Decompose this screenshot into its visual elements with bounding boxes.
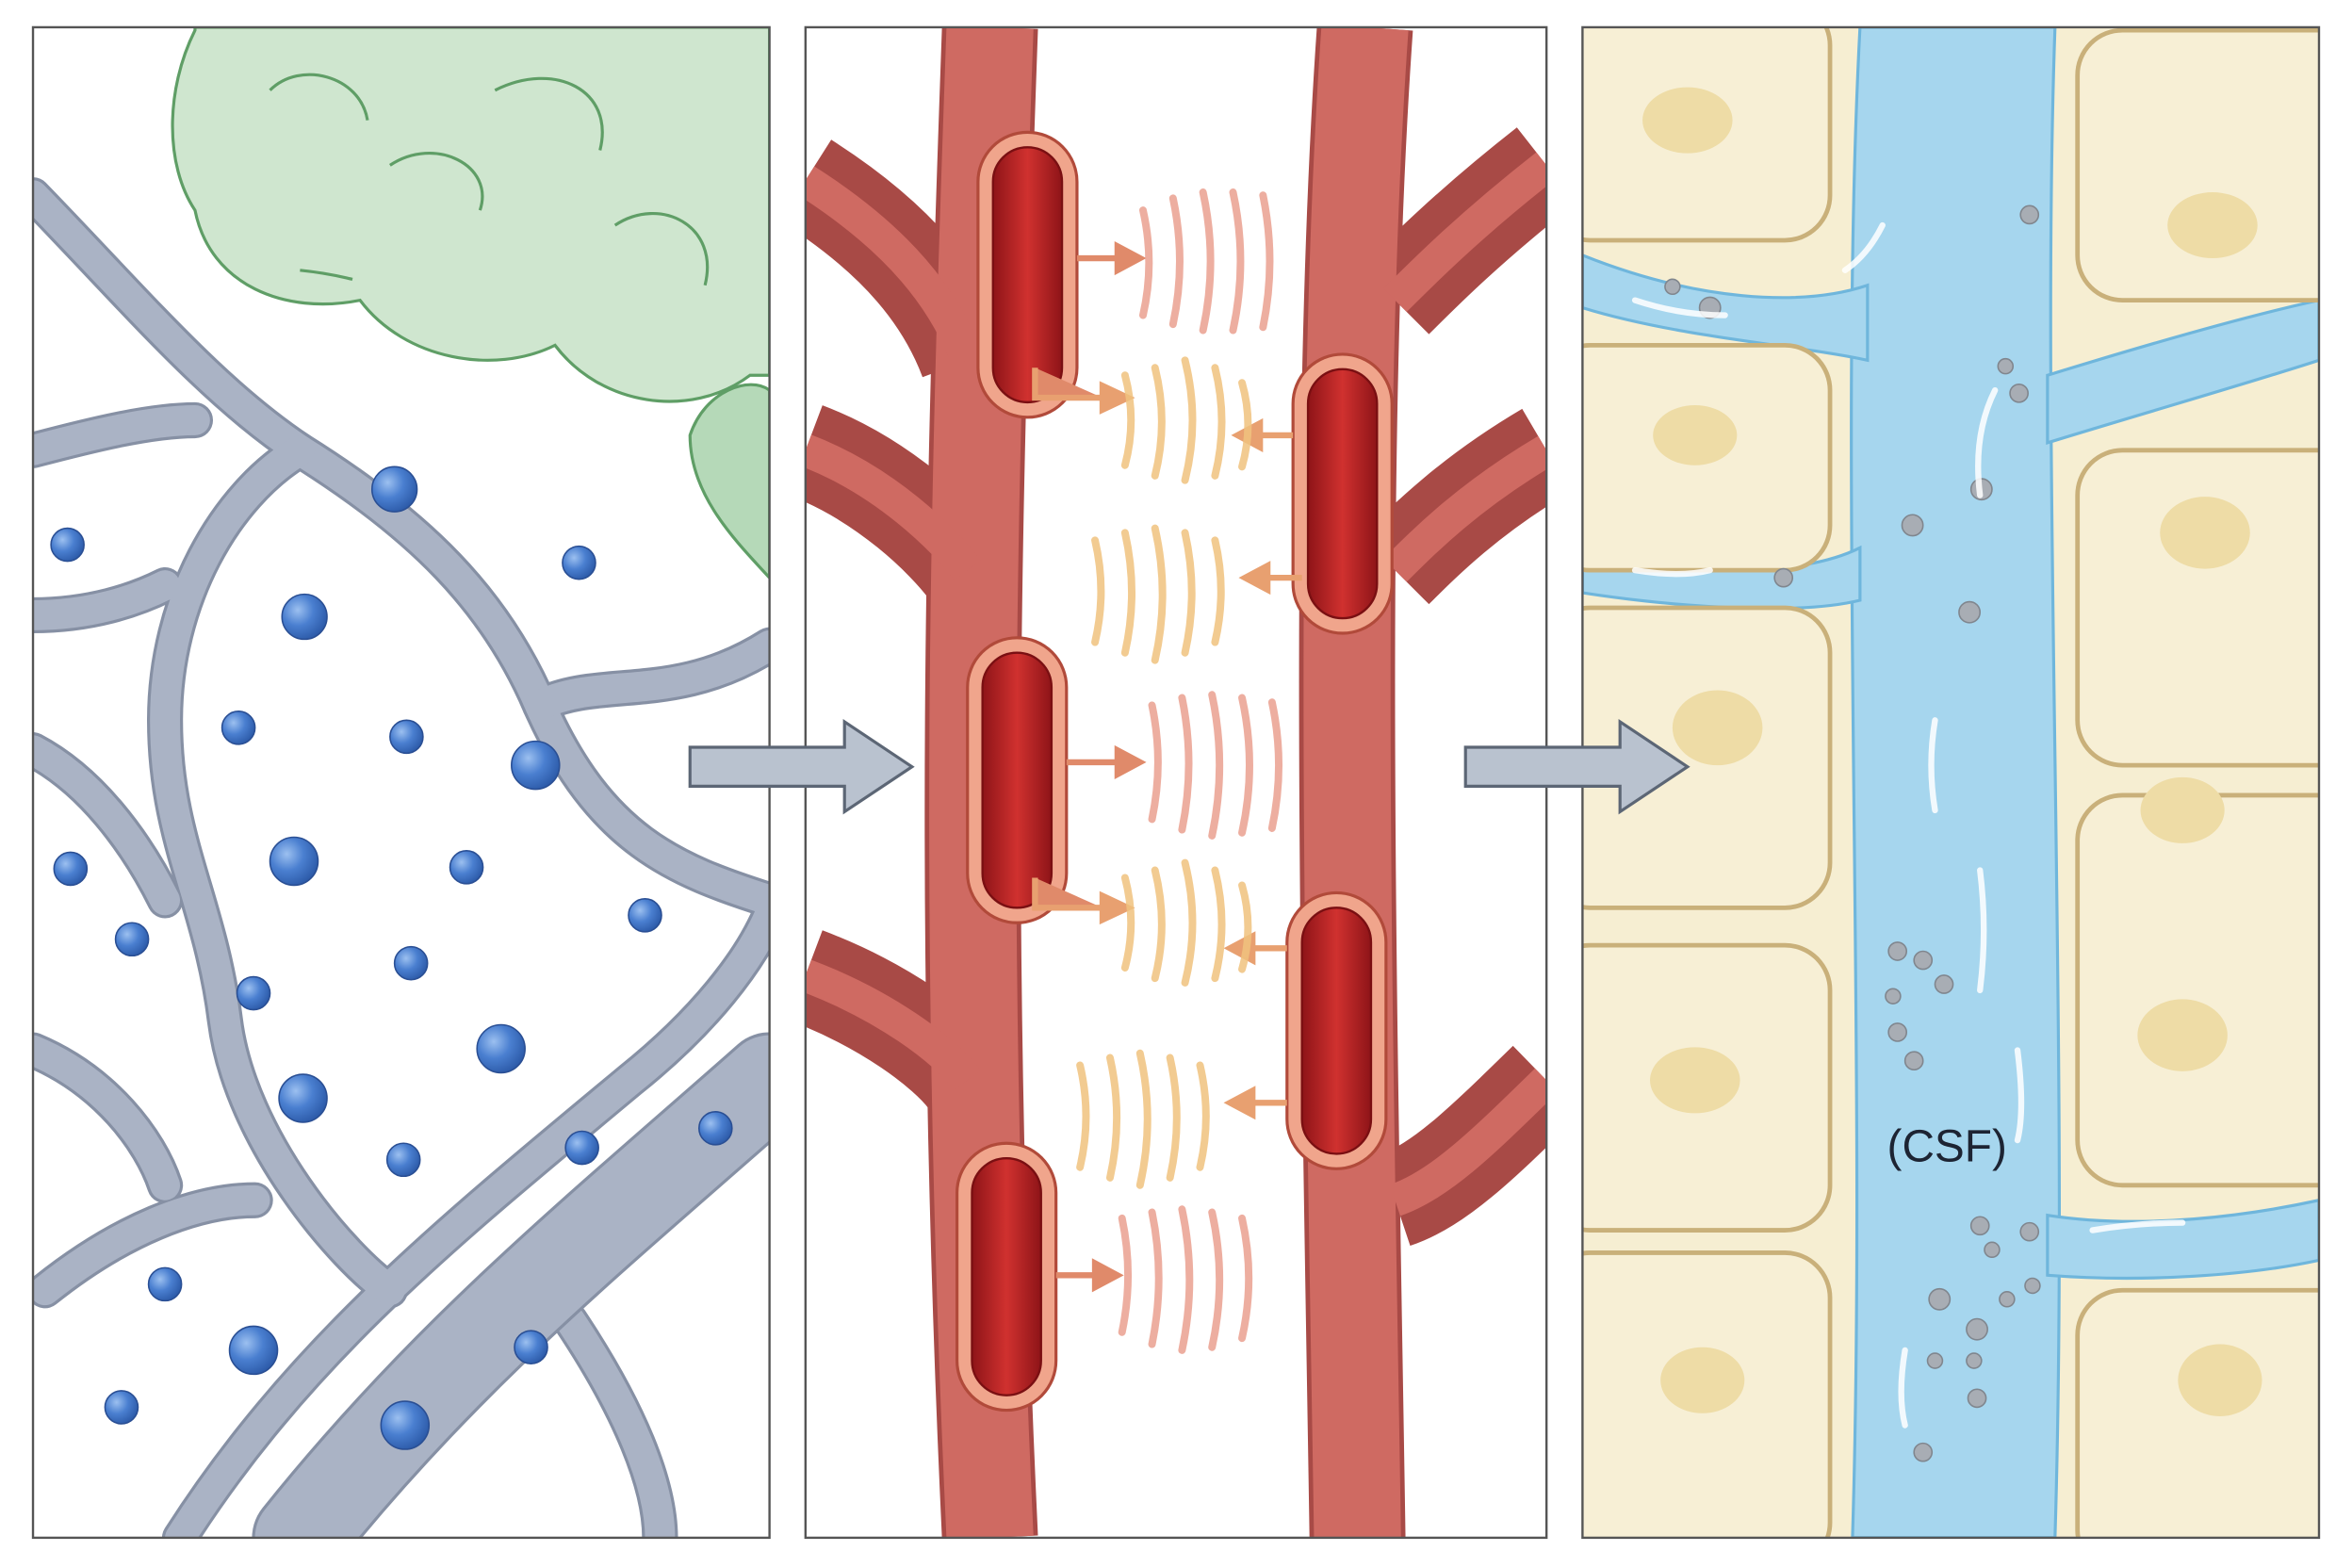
cell-nuclei bbox=[1642, 87, 2262, 1416]
right-arrow-icon bbox=[1463, 718, 1690, 815]
right-arrow-icon bbox=[688, 718, 915, 815]
panel-interstitial bbox=[33, 26, 770, 1538]
flow-highlights bbox=[1631, 221, 2186, 1429]
panel-blood-vessels bbox=[805, 26, 1547, 1538]
csf-label: (CSF) bbox=[1887, 1121, 2007, 1171]
vessel-network bbox=[33, 177, 770, 1538]
signal-waves bbox=[1076, 188, 1283, 1354]
brain-icon bbox=[171, 26, 770, 580]
particles bbox=[50, 466, 733, 1450]
panel-csf: (CSF) bbox=[1582, 26, 2319, 1538]
csf-particles bbox=[1664, 204, 2041, 1462]
csf-channel bbox=[1582, 26, 2319, 1538]
